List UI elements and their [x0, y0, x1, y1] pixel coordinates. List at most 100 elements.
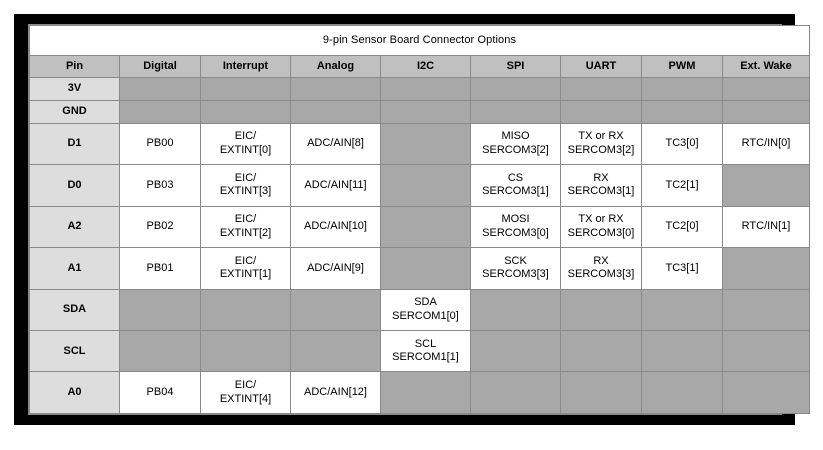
cell-value: TC3[1] [641, 247, 723, 290]
cell-empty [380, 205, 471, 249]
cell-empty [721, 247, 811, 290]
cell-empty [560, 329, 642, 373]
cell-empty [380, 164, 471, 207]
cell-value: EIC/EXTINT[4] [200, 371, 291, 414]
cell-empty [200, 329, 291, 373]
cell-value: EIC/EXTINT[0] [200, 122, 291, 166]
cell-value: EIC/EXTINT[2] [200, 205, 291, 249]
table-head: 9-pin Sensor Board Connector Options Pin… [28, 25, 811, 78]
cell-empty [119, 99, 201, 124]
table-row: GND [29, 99, 811, 124]
pin-label-gnd: GND [29, 99, 120, 124]
cell-value: RTC/IN[0] [721, 122, 811, 166]
cell-empty [119, 329, 201, 373]
cell-value: ADC/AIN[11] [290, 164, 381, 207]
cell-empty [641, 77, 723, 101]
column-header-pin[interactable]: Pin [29, 55, 120, 78]
cell-empty [470, 77, 561, 101]
cell-empty [721, 164, 811, 207]
cell-empty [721, 77, 811, 101]
cell-value: PB03 [119, 164, 201, 207]
cell-empty [290, 329, 381, 373]
pin-reference-table: 9-pin Sensor Board Connector Options Pin… [28, 25, 811, 414]
cell-empty [119, 288, 201, 331]
cell-empty [200, 288, 291, 331]
column-header-pwm[interactable]: PWM [641, 55, 723, 78]
cell-empty [290, 99, 381, 124]
column-header-analog[interactable]: Analog [290, 55, 381, 78]
cell-value: PB04 [119, 371, 201, 414]
column-header-digital[interactable]: Digital [119, 55, 201, 78]
cell-value: ADC/AIN[12] [290, 371, 381, 414]
cell-empty [380, 99, 471, 124]
cell-empty [200, 99, 291, 124]
cell-value: RTC/IN[1] [721, 205, 811, 249]
cell-value: ADC/AIN[8] [290, 122, 381, 166]
cell-empty [119, 77, 201, 101]
cell-empty [200, 77, 291, 101]
cell-empty [560, 77, 642, 101]
cell-value: TC2[0] [641, 205, 723, 249]
cell-value: EIC/EXTINT[3] [200, 164, 291, 207]
cell-empty [380, 77, 471, 101]
pin-label-a0: A0 [29, 371, 120, 414]
column-header-ext-wake[interactable]: Ext. Wake [721, 55, 811, 78]
column-header-uart[interactable]: UART [560, 55, 642, 78]
pin-label-scl: SCL [29, 329, 120, 373]
cell-empty [560, 371, 642, 414]
cell-value: TC3[0] [641, 122, 723, 166]
pin-label-sda: SDA [29, 288, 120, 331]
column-header-interrupt[interactable]: Interrupt [200, 55, 291, 78]
cell-value: TC2[1] [641, 164, 723, 207]
cell-value: EIC/EXTINT[1] [200, 247, 291, 290]
cell-empty [560, 99, 642, 124]
cell-value: ADC/AIN[9] [290, 247, 381, 290]
pin-label-3v: 3V [29, 77, 120, 101]
cell-empty [641, 288, 723, 331]
cell-empty [470, 371, 561, 414]
cell-empty [641, 99, 723, 124]
cell-empty [380, 371, 471, 414]
cell-empty [641, 329, 723, 373]
cell-empty [470, 329, 561, 373]
pin-reference-table-container: 9-pin Sensor Board Connector Options Pin… [28, 24, 811, 415]
cell-empty [721, 288, 811, 331]
column-header-i2c[interactable]: I2C [380, 55, 471, 78]
cell-empty [721, 371, 811, 414]
cell-empty [380, 247, 471, 290]
cell-empty [470, 288, 561, 331]
pin-label-d1: D1 [29, 122, 120, 166]
cell-value: ADC/AIN[10] [290, 205, 381, 249]
cell-value: PB02 [119, 205, 201, 249]
cell-empty [290, 288, 381, 331]
column-header-spi[interactable]: SPI [470, 55, 561, 78]
table-title: 9-pin Sensor Board Connector Options [28, 25, 811, 56]
cell-empty [721, 99, 811, 124]
cell-value: PB01 [119, 247, 201, 290]
cell-empty [470, 99, 561, 124]
pin-label-a1: A1 [29, 247, 120, 290]
pin-label-a2: A2 [29, 205, 120, 249]
cell-empty [290, 77, 381, 101]
pin-label-d0: D0 [29, 164, 120, 207]
table-row: 3V [29, 77, 811, 101]
cell-value: PB00 [119, 122, 201, 166]
